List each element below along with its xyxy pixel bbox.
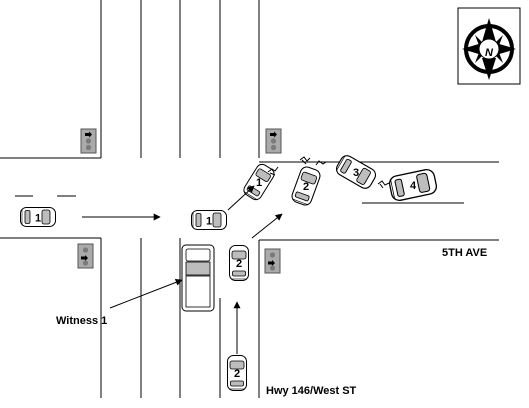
street-label-5th-ave: 5TH AVE bbox=[442, 247, 487, 259]
arrow-witness-1 bbox=[109, 279, 183, 309]
vehicle-4: 4 bbox=[387, 167, 439, 203]
street-label-hwy-146: Hwy 146/West ST bbox=[266, 385, 357, 397]
vehicle-1-impact: 1 bbox=[241, 161, 277, 203]
svg-text:2: 2 bbox=[236, 258, 242, 270]
arrow-vehicle-2-turn bbox=[251, 213, 283, 239]
witness-1-label: Witness 1 bbox=[56, 315, 107, 327]
vehicle-1-start: 1 bbox=[20, 207, 56, 227]
vehicle-3: 3 bbox=[333, 152, 379, 192]
traffic-signal-ne bbox=[265, 128, 282, 154]
impact-marks bbox=[267, 156, 390, 189]
road-lines bbox=[0, 0, 499, 398]
movement-arrows bbox=[82, 185, 283, 354]
compass-north-letter: N bbox=[485, 47, 494, 59]
vehicle-2-impact: 2 bbox=[289, 164, 323, 208]
svg-text:2: 2 bbox=[234, 368, 240, 380]
arrow-vehicle-1-turn bbox=[227, 185, 255, 211]
svg-text:1: 1 bbox=[206, 216, 212, 228]
traffic-signal-se bbox=[264, 248, 281, 274]
svg-text:3: 3 bbox=[353, 167, 359, 179]
vehicle-2-stop: 2 bbox=[229, 245, 249, 281]
svg-text:1: 1 bbox=[256, 177, 262, 189]
traffic-signal-nw bbox=[80, 128, 97, 154]
vehicle-1-stop: 1 bbox=[191, 210, 227, 230]
vehicle-2-start: 2 bbox=[227, 355, 247, 391]
compass-rose-icon bbox=[462, 18, 516, 80]
svg-text:1: 1 bbox=[35, 213, 41, 225]
svg-text:4: 4 bbox=[410, 180, 417, 192]
svg-text:2: 2 bbox=[303, 181, 309, 193]
witness-1-vehicle bbox=[181, 244, 215, 312]
compass: N bbox=[457, 7, 521, 85]
traffic-signal-sw bbox=[77, 243, 94, 269]
